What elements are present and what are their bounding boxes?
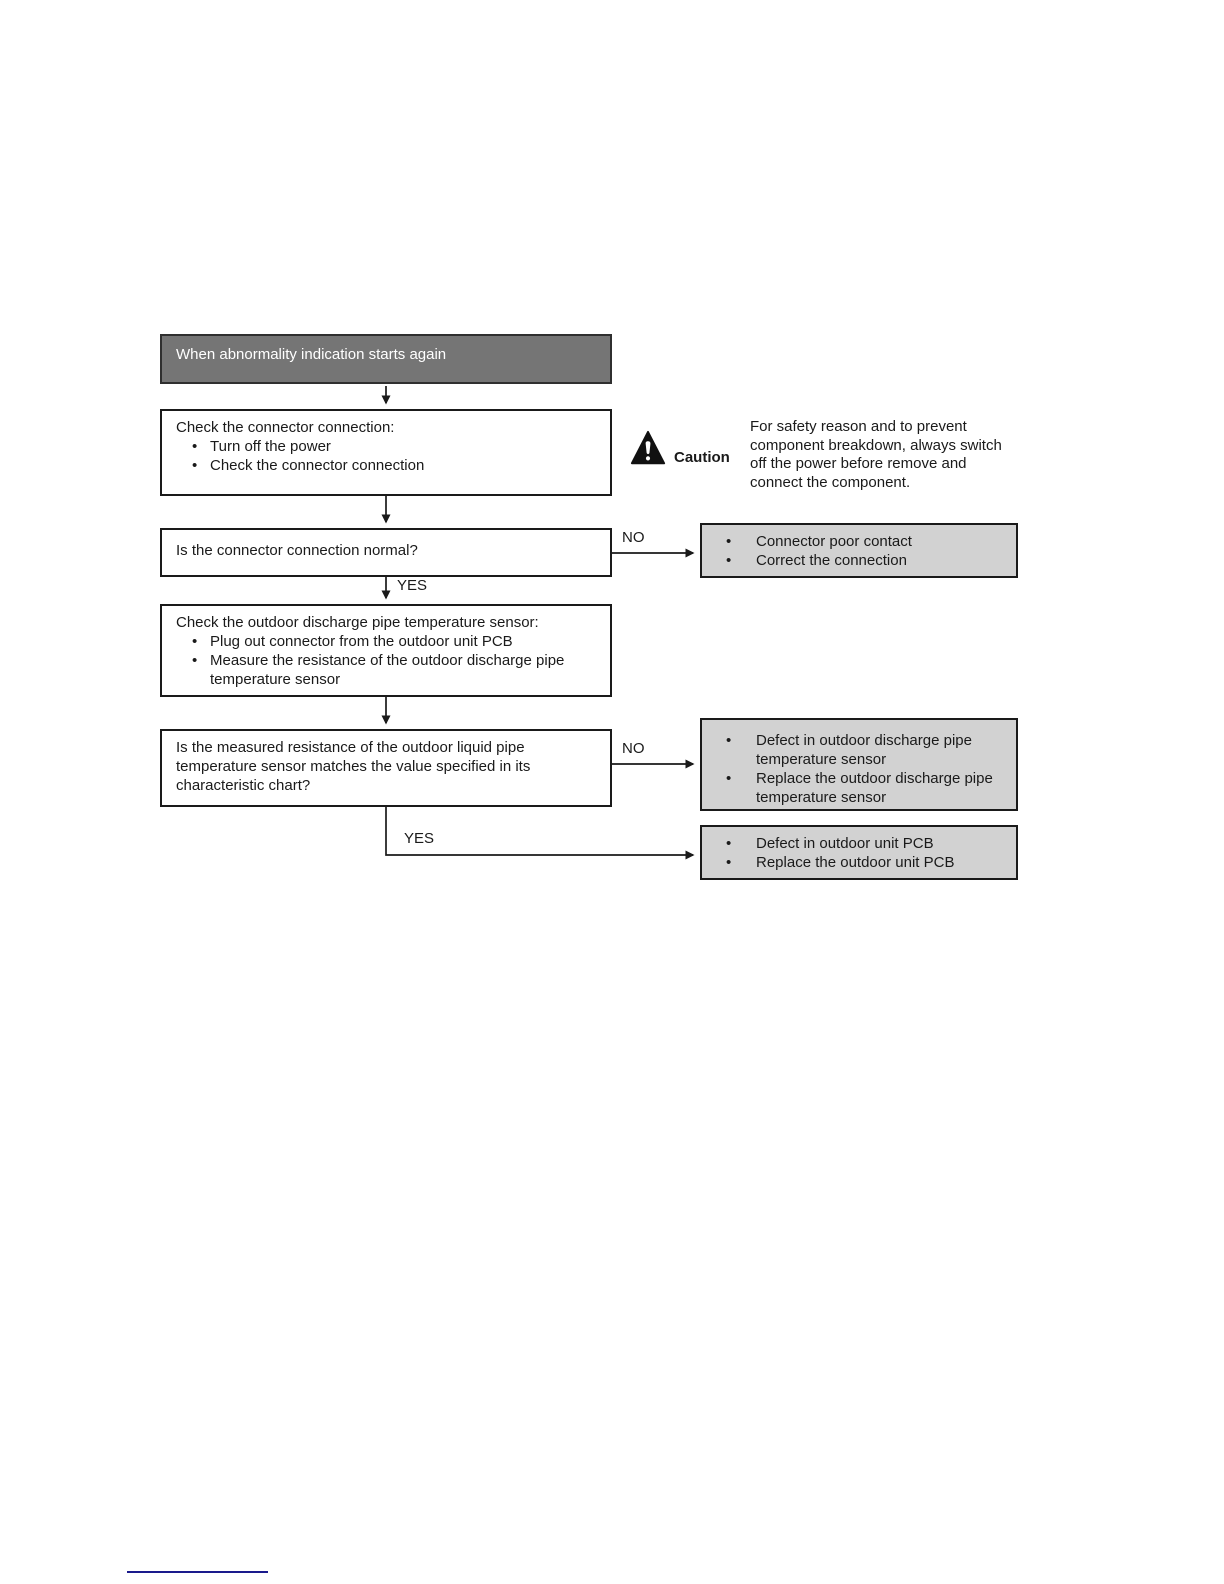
list-item: • Replace the outdoor unit PCB bbox=[712, 853, 1006, 872]
list-item: • Defect in outdoor unit PCB bbox=[712, 834, 1006, 853]
caution-label: Caution bbox=[674, 449, 730, 466]
flow-start-text: When abnormality indication starts again bbox=[176, 346, 447, 363]
bullet-icon: • bbox=[192, 457, 198, 474]
list-item: • Turn off the power bbox=[176, 437, 596, 456]
bullet-icon: • bbox=[726, 854, 732, 871]
process-title: Check the connector connection: bbox=[176, 419, 395, 436]
bullet-icon: • bbox=[192, 652, 198, 669]
flow-decision-resistance-match: Is the measured resistance of the outdoo… bbox=[160, 729, 612, 807]
list-item: • Defect in outdoor discharge pipe tempe… bbox=[712, 731, 1006, 769]
list-item: • Correct the connection bbox=[712, 551, 1006, 570]
bullet-icon: • bbox=[192, 438, 198, 455]
list-item: • Plug out connector from the outdoor un… bbox=[176, 632, 596, 651]
caution-warning-icon bbox=[630, 430, 666, 465]
bullet-icon: • bbox=[192, 633, 198, 650]
flow-process-check-connector: Check the connector connection: • Turn o… bbox=[160, 409, 612, 496]
flow-result-connector: • Connector poor contact • Correct the c… bbox=[700, 523, 1018, 578]
footer-divider bbox=[127, 1571, 268, 1573]
branch-label-yes: YES bbox=[404, 830, 435, 847]
flow-process-check-sensor: Check the outdoor discharge pipe tempera… bbox=[160, 604, 612, 697]
branch-label-no: NO bbox=[622, 529, 645, 546]
list-item: • Connector poor contact bbox=[712, 532, 1006, 551]
branch-label-yes: YES bbox=[397, 577, 428, 594]
flow-start-box: When abnormality indication starts again bbox=[160, 334, 612, 384]
bullet-icon: • bbox=[726, 533, 732, 550]
branch-label-no: NO bbox=[622, 740, 645, 757]
bullet-icon: • bbox=[726, 835, 732, 852]
flow-result-sensor: • Defect in outdoor discharge pipe tempe… bbox=[700, 718, 1018, 811]
list-item: • Check the connector connection bbox=[176, 456, 596, 475]
list-item: • Replace the outdoor discharge pipe tem… bbox=[712, 769, 1006, 807]
list-item: • Measure the resistance of the outdoor … bbox=[176, 651, 596, 689]
bullet-icon: • bbox=[726, 552, 732, 569]
process-title: Check the outdoor discharge pipe tempera… bbox=[176, 614, 539, 631]
flow-decision-connector-normal: Is the connector connection normal? bbox=[160, 528, 612, 577]
flow-result-pcb: • Defect in outdoor unit PCB • Replace t… bbox=[700, 825, 1018, 880]
bullet-icon: • bbox=[726, 770, 732, 787]
bullet-icon: • bbox=[726, 732, 732, 749]
caution-text: For safety reason and to prevent compone… bbox=[750, 418, 1002, 491]
